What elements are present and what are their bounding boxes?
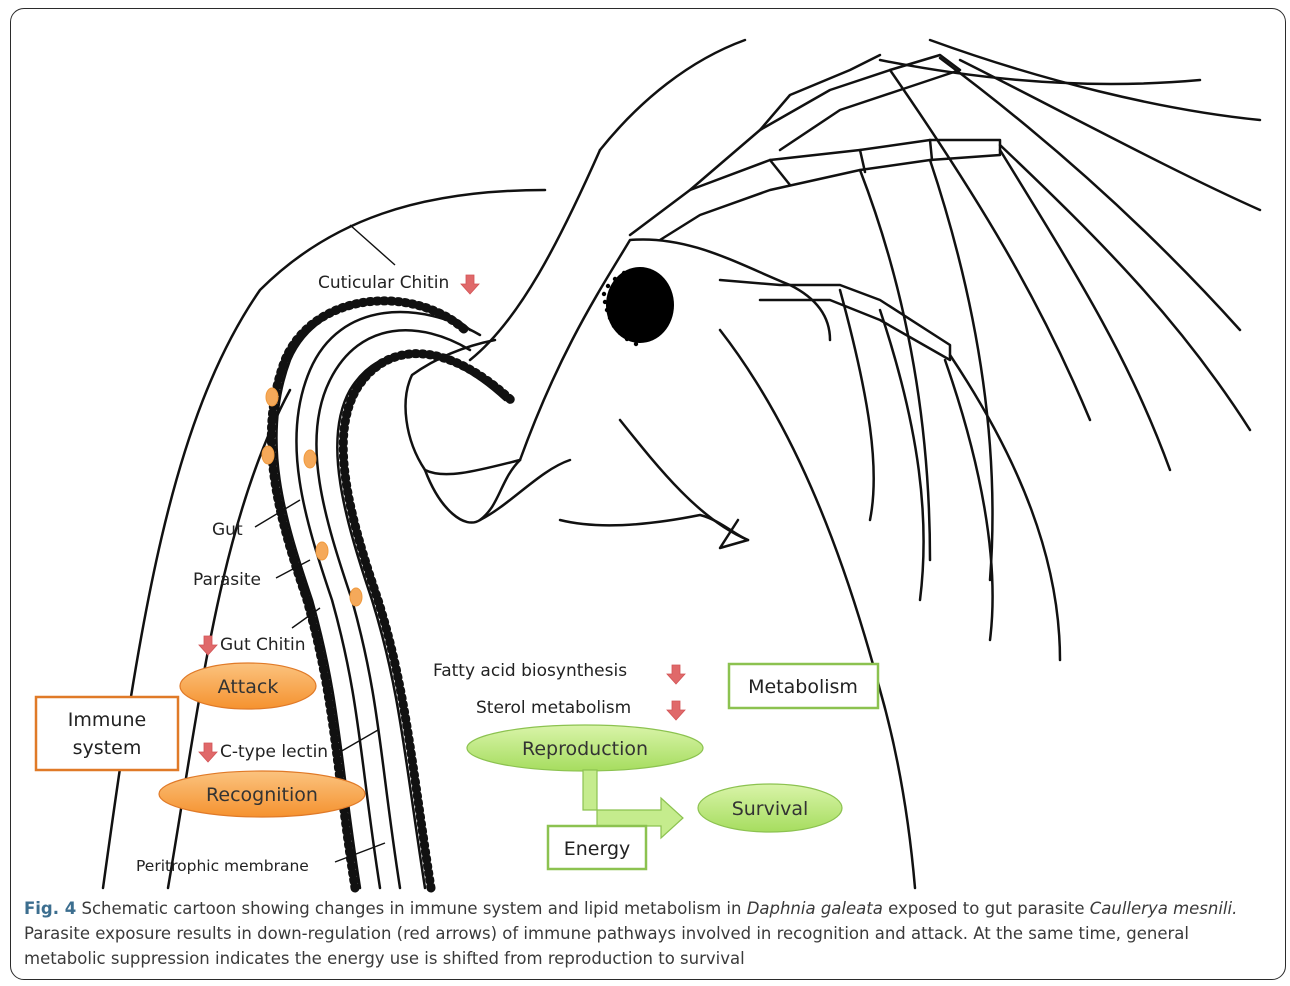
reproduction-label: Reproduction xyxy=(522,738,648,760)
c-type-lectin-label: C-type lectin xyxy=(220,742,328,762)
survival-label: Survival xyxy=(732,798,809,820)
metabolism-label: Metabolism xyxy=(748,676,858,698)
cuticular-chitin-label: Cuticular Chitin xyxy=(318,273,449,293)
fatty-acid-label: Fatty acid biosynthesis xyxy=(433,661,627,681)
caption-text-2: exposed to gut parasite xyxy=(883,899,1090,918)
immune-label-line2: system xyxy=(73,737,142,759)
gut-chitin-label: Gut Chitin xyxy=(220,635,306,655)
figure-label: Fig. 4 xyxy=(24,899,76,918)
metabolism-box: Metabolism xyxy=(729,664,878,708)
reproduction-ellipse: Reproduction xyxy=(467,725,703,771)
down-arrow-icon xyxy=(199,743,217,762)
sterol-label: Sterol metabolism xyxy=(476,698,631,718)
energy-box: Energy xyxy=(548,826,646,869)
caption-species: Daphnia galeata xyxy=(747,899,883,918)
immune-system-box: Immune system xyxy=(36,697,178,770)
peritrophic-membrane-label: Peritrophic membrane xyxy=(136,857,309,875)
caption-text-3: Parasite exposure results in down-regula… xyxy=(24,924,1189,968)
figure-caption: Fig. 4 Schematic cartoon showing changes… xyxy=(24,896,1264,971)
caption-parasite-species: Caullerya mesnili. xyxy=(1090,899,1238,918)
recognition-label: Recognition xyxy=(206,784,318,806)
caption-text-1: Schematic cartoon showing changes in imm… xyxy=(76,899,746,918)
attack-ellipse: Attack xyxy=(180,663,316,709)
down-arrow-icon xyxy=(667,701,685,720)
compound-eye-icon xyxy=(602,267,674,346)
energy-label: Energy xyxy=(564,838,631,860)
survival-ellipse: Survival xyxy=(698,784,842,832)
antennae xyxy=(630,40,1260,660)
gut-label: Gut xyxy=(212,520,243,540)
recognition-ellipse: Recognition xyxy=(159,771,365,817)
parasite-label: Parasite xyxy=(193,570,261,590)
attack-label: Attack xyxy=(218,676,279,698)
down-arrow-icon xyxy=(461,275,479,294)
immune-label-line1: Immune xyxy=(68,709,146,731)
down-arrow-icon xyxy=(667,665,685,684)
down-arrow-icon xyxy=(199,636,217,655)
